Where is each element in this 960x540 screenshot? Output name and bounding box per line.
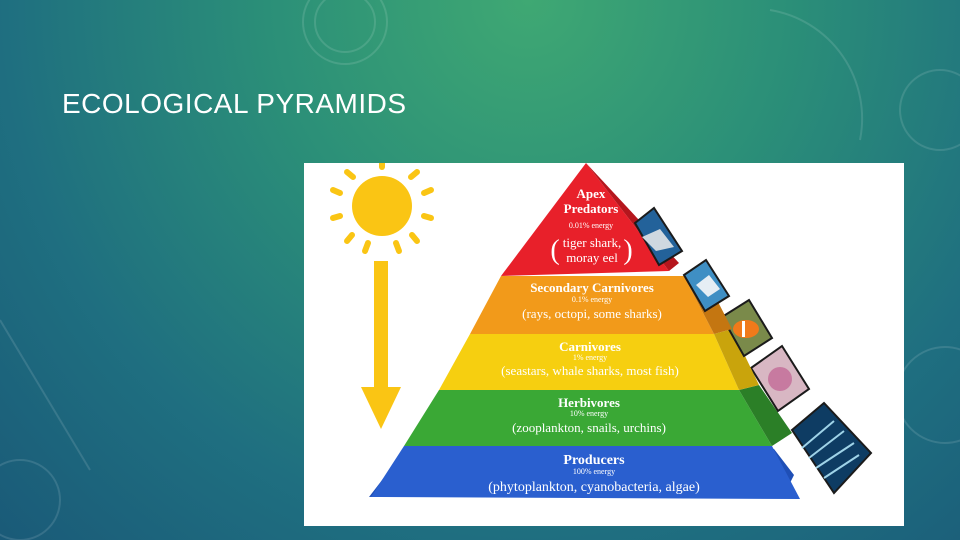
open-paren: (	[550, 235, 559, 266]
pyramid-level-secondary-carnivores: Secondary Carnivores 0.1% energy (rays, …	[470, 271, 732, 334]
plankton-photo	[790, 401, 873, 495]
level-energy: 0.1% energy	[572, 295, 612, 304]
close-paren: )	[623, 235, 632, 266]
clownfish-photo	[720, 298, 774, 358]
pyramid-level-producers: Producers 100% energy (phytoplankton, cy…	[369, 446, 800, 499]
ray-photo	[682, 258, 731, 313]
level-energy: 1% energy	[573, 353, 607, 362]
level-energy: 100% energy	[573, 467, 615, 476]
urchin-photo	[749, 344, 811, 413]
level-energy: 10% energy	[570, 409, 608, 418]
level-examples-line1: tiger shark,	[563, 235, 621, 250]
energy-down-arrow-icon	[361, 261, 401, 429]
level-energy: 0.01% energy	[569, 221, 613, 230]
pyramid-level-carnivores: Carnivores 1% energy (seastars, whale sh…	[439, 329, 759, 390]
pyramid-level-herbivores: Herbivores 10% energy (zooplankton, snai…	[404, 385, 792, 446]
level-name: Herbivores	[558, 395, 620, 410]
level-examples: (phytoplankton, cyanobacteria, algae)	[488, 480, 700, 495]
sun-icon	[330, 163, 434, 254]
ecological-pyramid-figure: Producers 100% energy (phytoplankton, cy…	[304, 163, 904, 526]
level-examples: (rays, octopi, some sharks)	[522, 306, 662, 321]
level-examples: (seastars, whale sharks, most fish)	[501, 363, 679, 378]
level-examples-line2: moray eel	[566, 250, 618, 265]
level-name-line1: Apex	[577, 186, 606, 201]
level-name: Carnivores	[559, 339, 621, 354]
level-name: Producers	[563, 453, 625, 468]
shark-photo	[633, 206, 684, 267]
level-name: Secondary Carnivores	[530, 280, 654, 295]
level-name-line2: Predators	[564, 201, 619, 216]
level-examples: (zooplankton, snails, urchins)	[512, 420, 666, 435]
slide-title: ECOLOGICAL PYRAMIDS	[62, 88, 407, 119]
